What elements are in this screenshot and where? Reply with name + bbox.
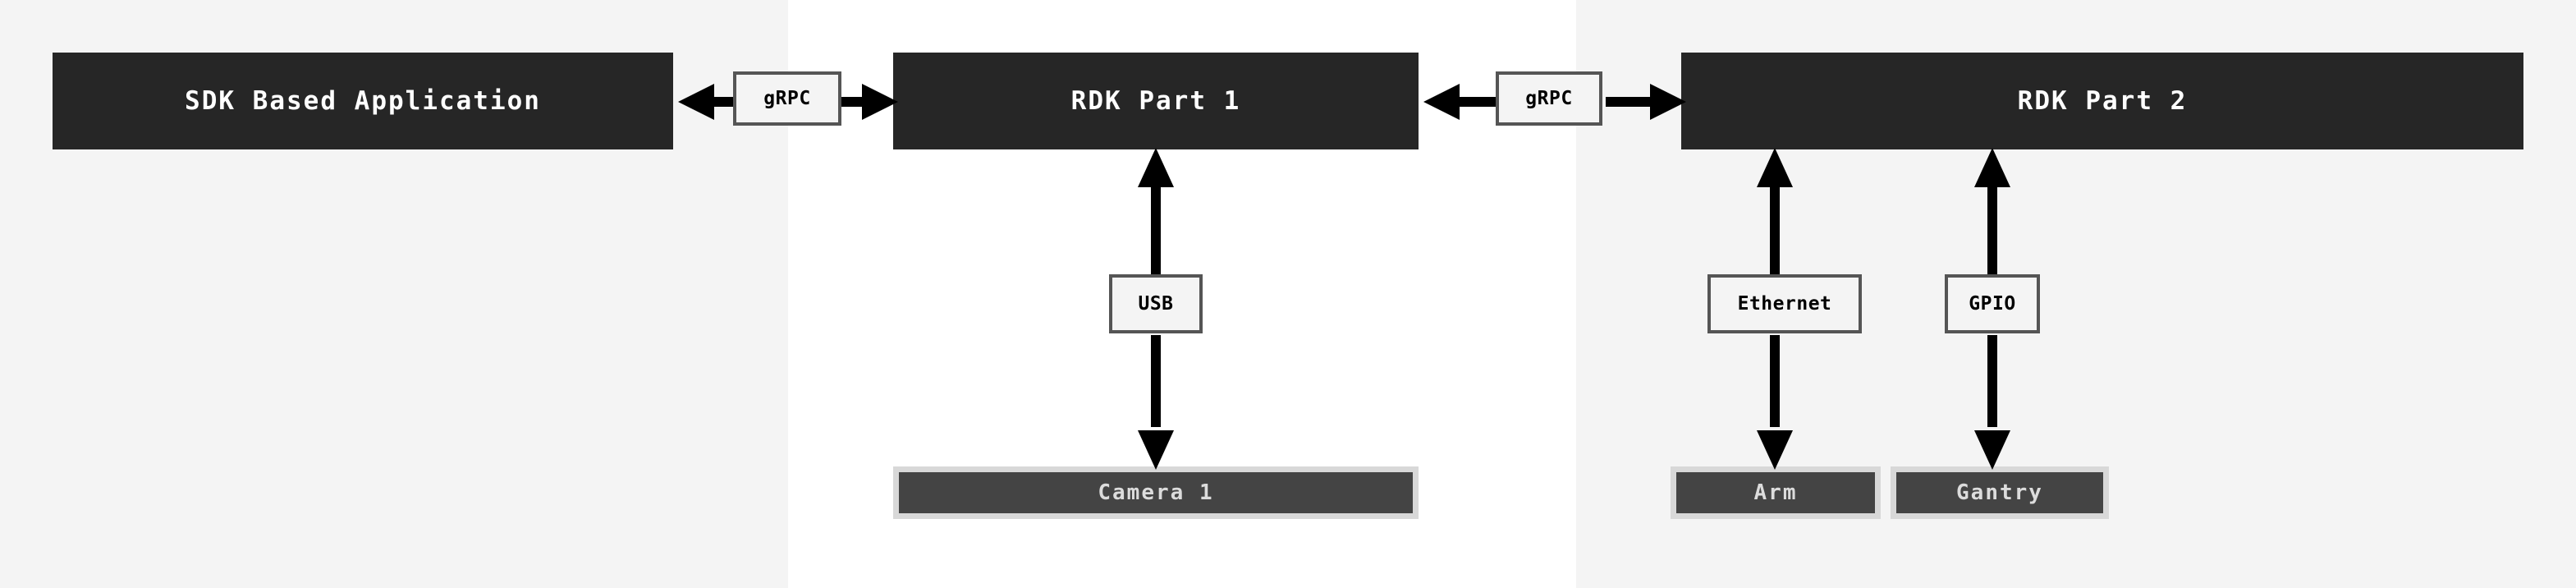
connector-rdk-part-1-to-camera-1: [1137, 148, 1175, 470]
node-rdk-part-2[interactable]: RDK Part 2: [1681, 53, 2523, 149]
node-rdk-part-2-label: RDK Part 2: [2017, 86, 2188, 116]
device-camera-1-body: Camera 1: [899, 472, 1413, 513]
device-camera-1-label: Camera 1: [1098, 480, 1214, 505]
protocol-label-ethernet-text: Ethernet: [1737, 293, 1832, 315]
protocol-label-ethernet[interactable]: Ethernet: [1707, 274, 1862, 333]
protocol-label-usb-text: USB: [1138, 293, 1174, 315]
device-arm-label: Arm: [1753, 480, 1798, 505]
device-arm-body: Arm: [1676, 472, 1875, 513]
protocol-label-grpc-sdk-rdk1-text: gRPC: [763, 88, 811, 109]
connector-rdk-part-2-to-gantry: [1973, 148, 2011, 470]
device-arm[interactable]: Arm: [1671, 466, 1881, 519]
protocol-label-grpc-rdk1-rdk2-text: gRPC: [1525, 88, 1573, 109]
protocol-label-grpc-rdk1-rdk2[interactable]: gRPC: [1496, 71, 1602, 126]
node-rdk-part-1-label: RDK Part 1: [1070, 86, 1241, 116]
protocol-label-grpc-sdk-rdk1[interactable]: gRPC: [733, 71, 841, 126]
protocol-label-gpio[interactable]: GPIO: [1945, 274, 2040, 333]
device-gantry-body: Gantry: [1896, 472, 2103, 513]
node-rdk-part-1[interactable]: RDK Part 1: [893, 53, 1419, 149]
connector-rdk-part-2-to-arm: [1756, 148, 1794, 470]
protocol-label-gpio-text: GPIO: [1969, 293, 2016, 315]
connector-sdk-to-rdk-part-1: [678, 83, 898, 121]
connector-rdk-part-1-to-rdk-part-2: [1423, 83, 1686, 121]
protocol-label-usb[interactable]: USB: [1109, 274, 1203, 333]
device-gantry[interactable]: Gantry: [1891, 466, 2109, 519]
device-gantry-label: Gantry: [1956, 480, 2043, 505]
node-sdk-based-application[interactable]: SDK Based Application: [53, 53, 673, 149]
node-sdk-based-application-label: SDK Based Application: [185, 86, 541, 116]
device-camera-1[interactable]: Camera 1: [893, 466, 1419, 519]
